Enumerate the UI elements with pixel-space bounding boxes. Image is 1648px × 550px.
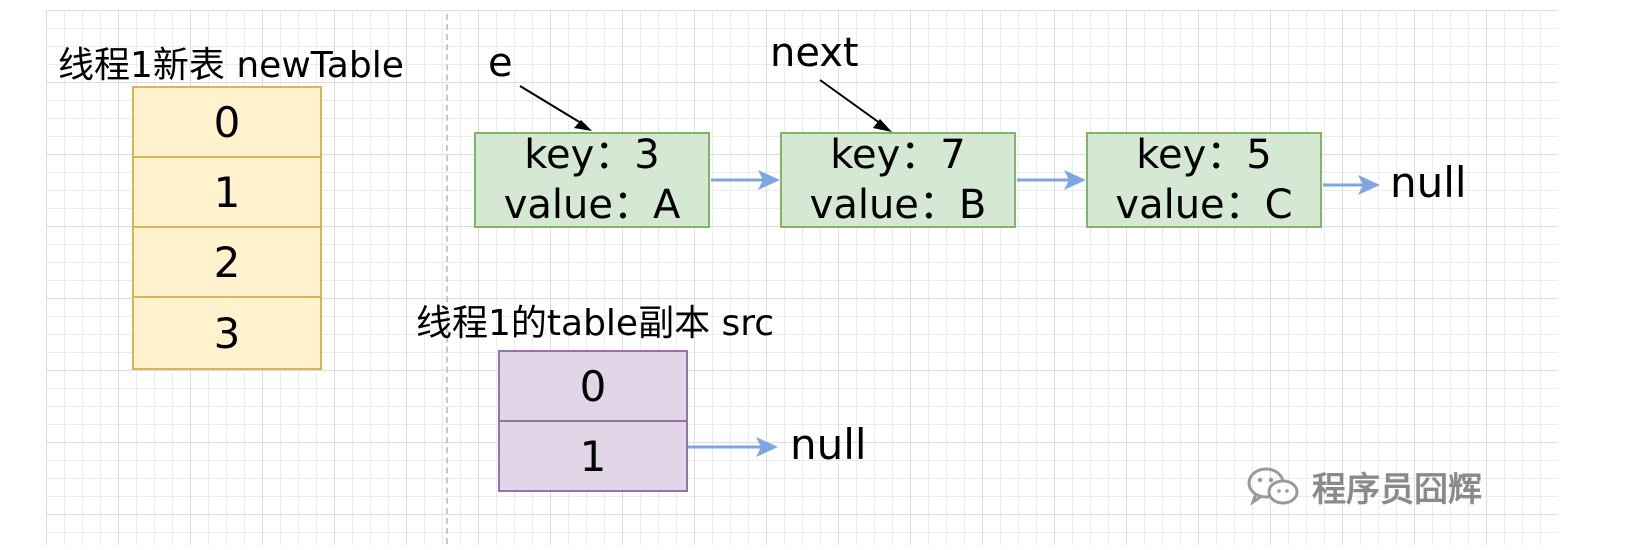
list-node-3: key：5 value：C	[1086, 132, 1322, 228]
node-3-key: key：5	[1136, 132, 1272, 178]
src-tail-null: null	[790, 420, 867, 469]
new-table-cell-3: 3	[132, 296, 322, 370]
watermark: 程序员囧辉	[1246, 462, 1482, 511]
node-1-value: value：A	[503, 182, 681, 228]
src-table-cell-0: 0	[498, 350, 688, 422]
new-table-cell-1: 1	[132, 156, 322, 228]
list-node-2: key：7 value：B	[780, 132, 1016, 228]
node-2-key: key：7	[830, 132, 966, 178]
dashed-divider	[446, 14, 448, 544]
new-table-cell-2: 2	[132, 226, 322, 298]
watermark-text: 程序员囧辉	[1312, 470, 1482, 510]
src-table-title: 线程1的table副本 src	[416, 303, 775, 344]
arrow-src-cell1-to-null	[688, 437, 778, 457]
arrow-node3-to-null	[1323, 175, 1380, 195]
pointer-e-label: e	[488, 40, 513, 86]
node-1-key: key：3	[524, 132, 660, 178]
pointer-next-arrow	[819, 79, 892, 132]
pointer-next-label: next	[770, 30, 859, 76]
node-2-value: value：B	[809, 182, 987, 228]
pointer-e-arrow	[519, 85, 592, 131]
list-tail-null: null	[1390, 158, 1467, 207]
arrow-node1-to-node2	[711, 170, 780, 190]
list-node-1: key：3 value：A	[474, 132, 710, 228]
new-table-title: 线程1新表 newTable	[58, 45, 404, 86]
arrow-node2-to-node3	[1017, 170, 1086, 190]
src-table-cell-1: 1	[498, 420, 688, 492]
wechat-icon	[1247, 467, 1299, 506]
node-3-value: value：C	[1115, 182, 1293, 228]
new-table-cell-0: 0	[132, 86, 322, 158]
